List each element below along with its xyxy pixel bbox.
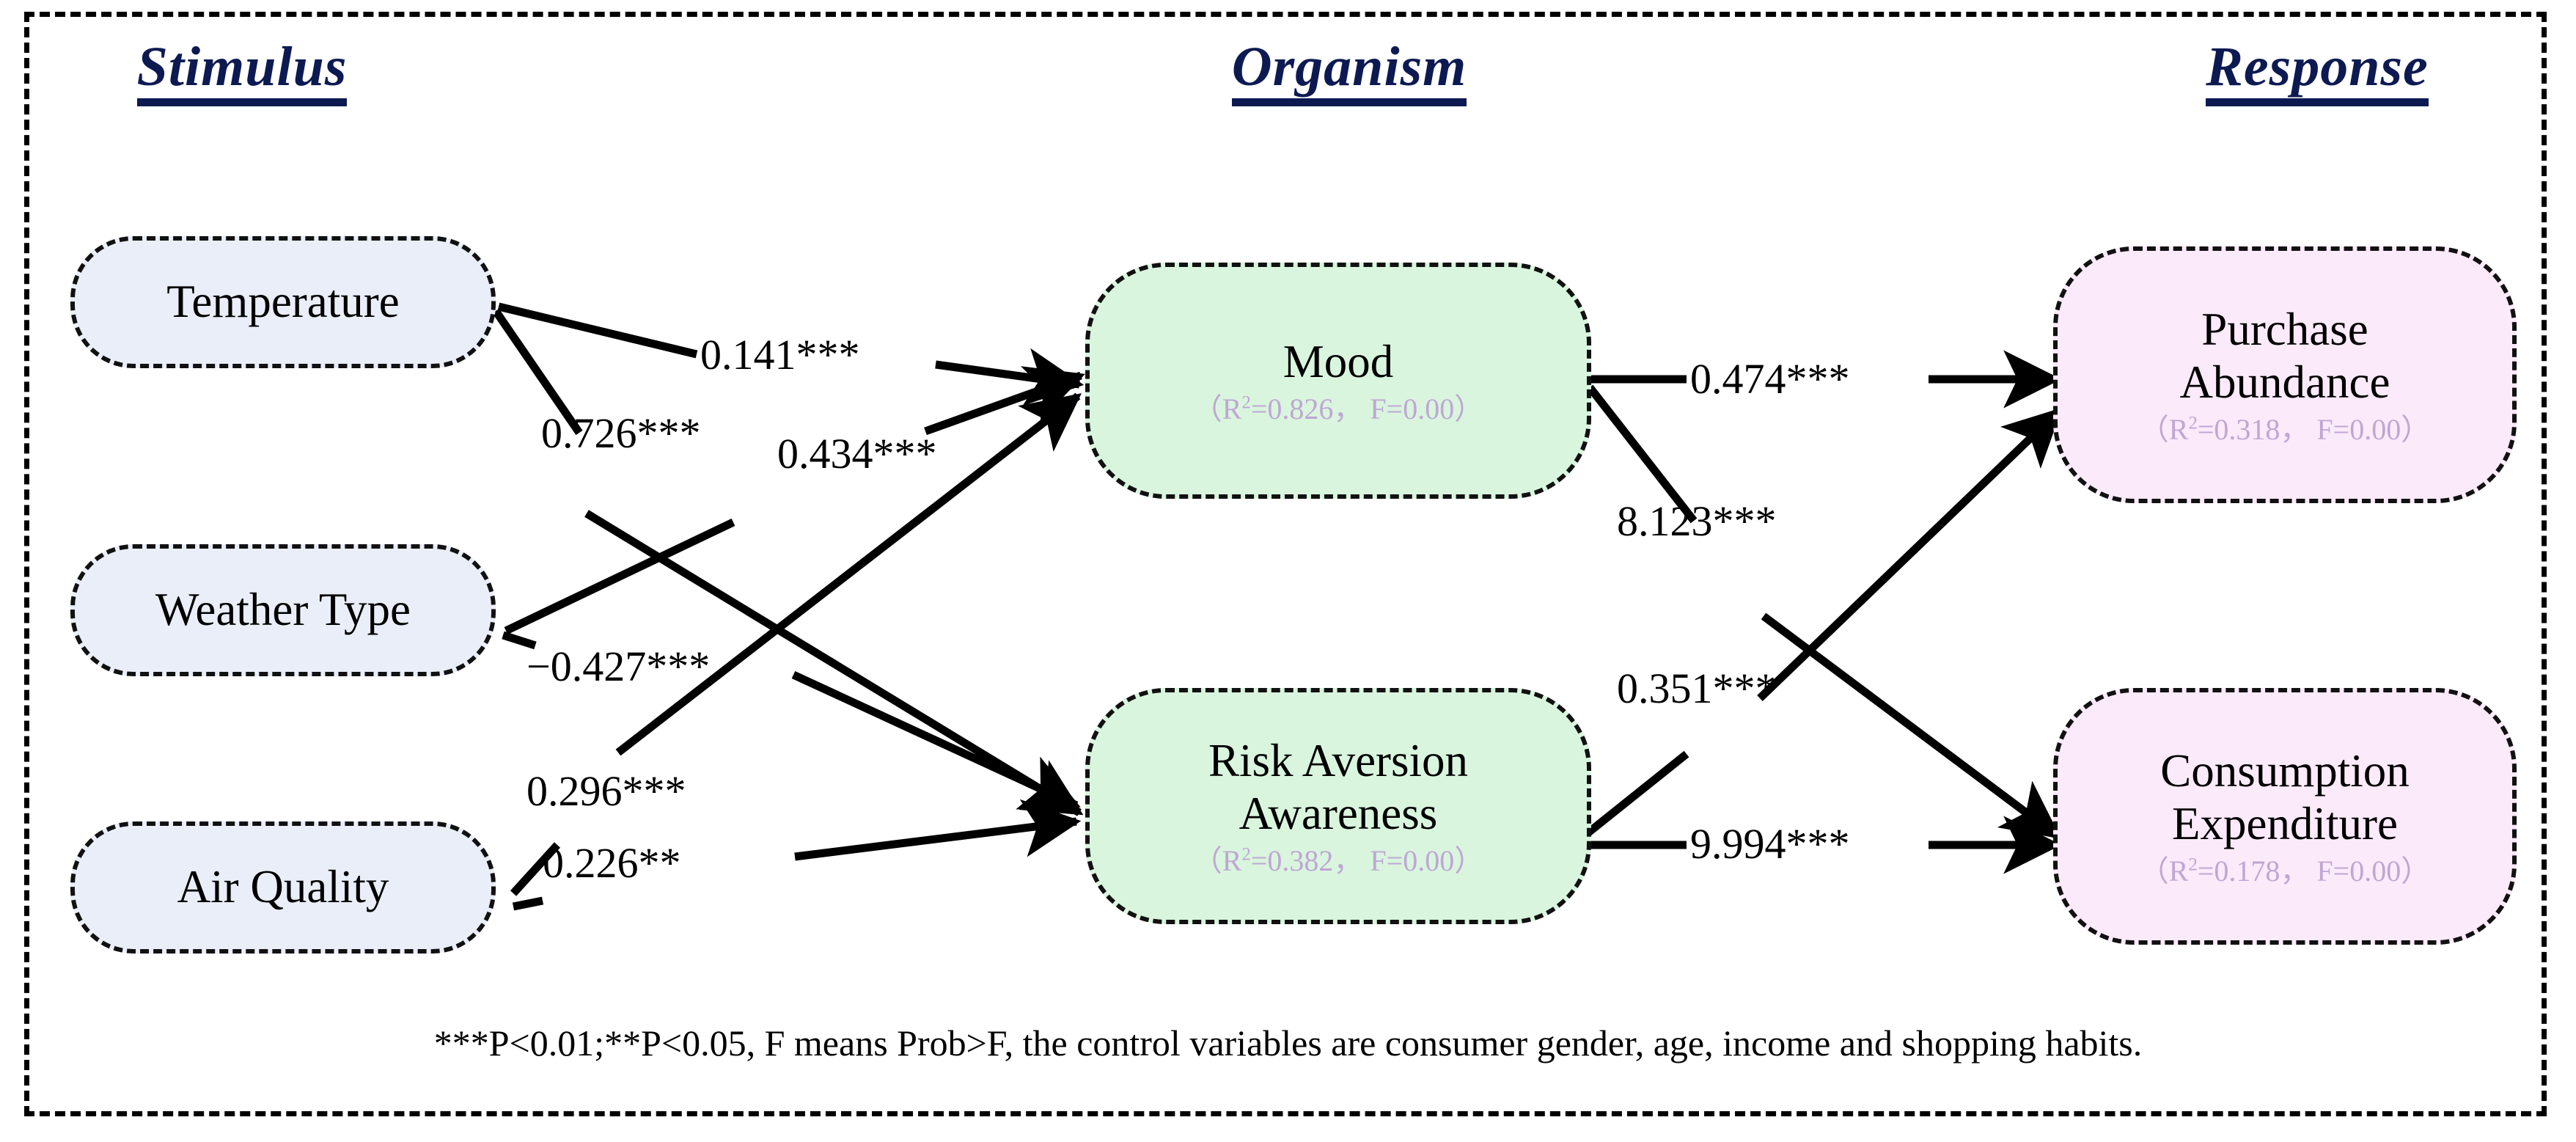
node-mood-stat: （R2=0.826， F=0.00） — [1192, 392, 1484, 425]
node-consumption-expenditure-stat: （R2=0.178， F=0.00） — [2139, 854, 2431, 887]
node-risk-stat-suffix: =0.382， F=0.00） — [1250, 843, 1484, 877]
node-weather-type[interactable]: Weather Type — [70, 544, 496, 676]
node-air-quality[interactable]: Air Quality — [70, 821, 496, 954]
edge-label-temperature-risk: 0.726*** — [541, 409, 701, 457]
node-risk-stat-sup: 2 — [1241, 844, 1251, 865]
node-consumption-stat-prefix: （R — [2139, 854, 2189, 887]
column-header-response-label: Response — [2206, 37, 2429, 106]
node-mood-title: Mood — [1283, 336, 1394, 388]
node-mood-stat-suffix: =0.826， F=0.00） — [1250, 392, 1484, 425]
column-header-stimulus: Stimulus — [0, 35, 484, 106]
node-purchase-stat-sup: 2 — [2188, 413, 2198, 433]
footnote-significance-note: ***P<0.01;**P<0.05, F means Prob>F, the … — [433, 1022, 2143, 1064]
edge-label-risk-purchase: 0.351*** — [1617, 665, 1777, 712]
node-purchase-abundance[interactable]: Purchase Abundance （R2=0.318， F=0.00） — [2053, 246, 2517, 503]
node-risk-aversion-awareness-stat: （R2=0.382， F=0.00） — [1192, 843, 1484, 877]
edge-label-air-risk: 0.226** — [543, 839, 681, 887]
node-mood-stat-prefix: （R — [1192, 392, 1242, 425]
node-risk-aversion-awareness[interactable]: Risk Aversion Awareness （R2=0.382， F=0.0… — [1085, 688, 1591, 924]
node-risk-aversion-awareness-title: Risk Aversion Awareness — [1208, 735, 1469, 839]
edge-label-mood-consumption: 8.123*** — [1617, 497, 1777, 545]
edge-label-weather-risk: −0.427*** — [526, 643, 711, 690]
edge-label-risk-consumption: 9.994*** — [1690, 820, 1850, 868]
node-consumption-expenditure[interactable]: Consumption Expenditure （R2=0.178， F=0.0… — [2053, 688, 2517, 945]
column-header-organism: Organism — [1107, 35, 1591, 106]
node-mood[interactable]: Mood （R2=0.826， F=0.00） — [1085, 263, 1591, 499]
node-temperature[interactable]: Temperature — [70, 236, 496, 368]
edge-label-weather-mood: 0.434*** — [777, 430, 937, 477]
node-air-quality-title: Air Quality — [177, 861, 389, 913]
node-consumption-stat-sup: 2 — [2188, 854, 2198, 875]
diagram-outer-frame — [24, 12, 2547, 1116]
edge-label-mood-purchase: 0.474*** — [1690, 355, 1850, 403]
node-purchase-abundance-stat: （R2=0.318， F=0.00） — [2139, 412, 2431, 446]
column-header-organism-label: Organism — [1231, 37, 1467, 106]
node-purchase-stat-suffix: =0.318， F=0.00） — [2197, 412, 2431, 446]
node-consumption-expenditure-title: Consumption Expenditure — [2160, 745, 2410, 849]
node-mood-stat-sup: 2 — [1241, 392, 1251, 413]
node-purchase-stat-prefix: （R — [2139, 412, 2189, 446]
column-header-stimulus-label: Stimulus — [136, 37, 348, 106]
column-header-response: Response — [2075, 35, 2559, 106]
node-purchase-abundance-title: Purchase Abundance — [2179, 304, 2390, 408]
edge-label-temperature-mood: 0.141*** — [700, 331, 860, 378]
node-temperature-title: Temperature — [166, 276, 400, 328]
node-risk-stat-prefix: （R — [1192, 843, 1242, 877]
node-weather-type-title: Weather Type — [155, 584, 411, 636]
edge-label-air-mood: 0.296*** — [526, 767, 686, 815]
node-consumption-stat-suffix: =0.178， F=0.00） — [2197, 854, 2431, 887]
